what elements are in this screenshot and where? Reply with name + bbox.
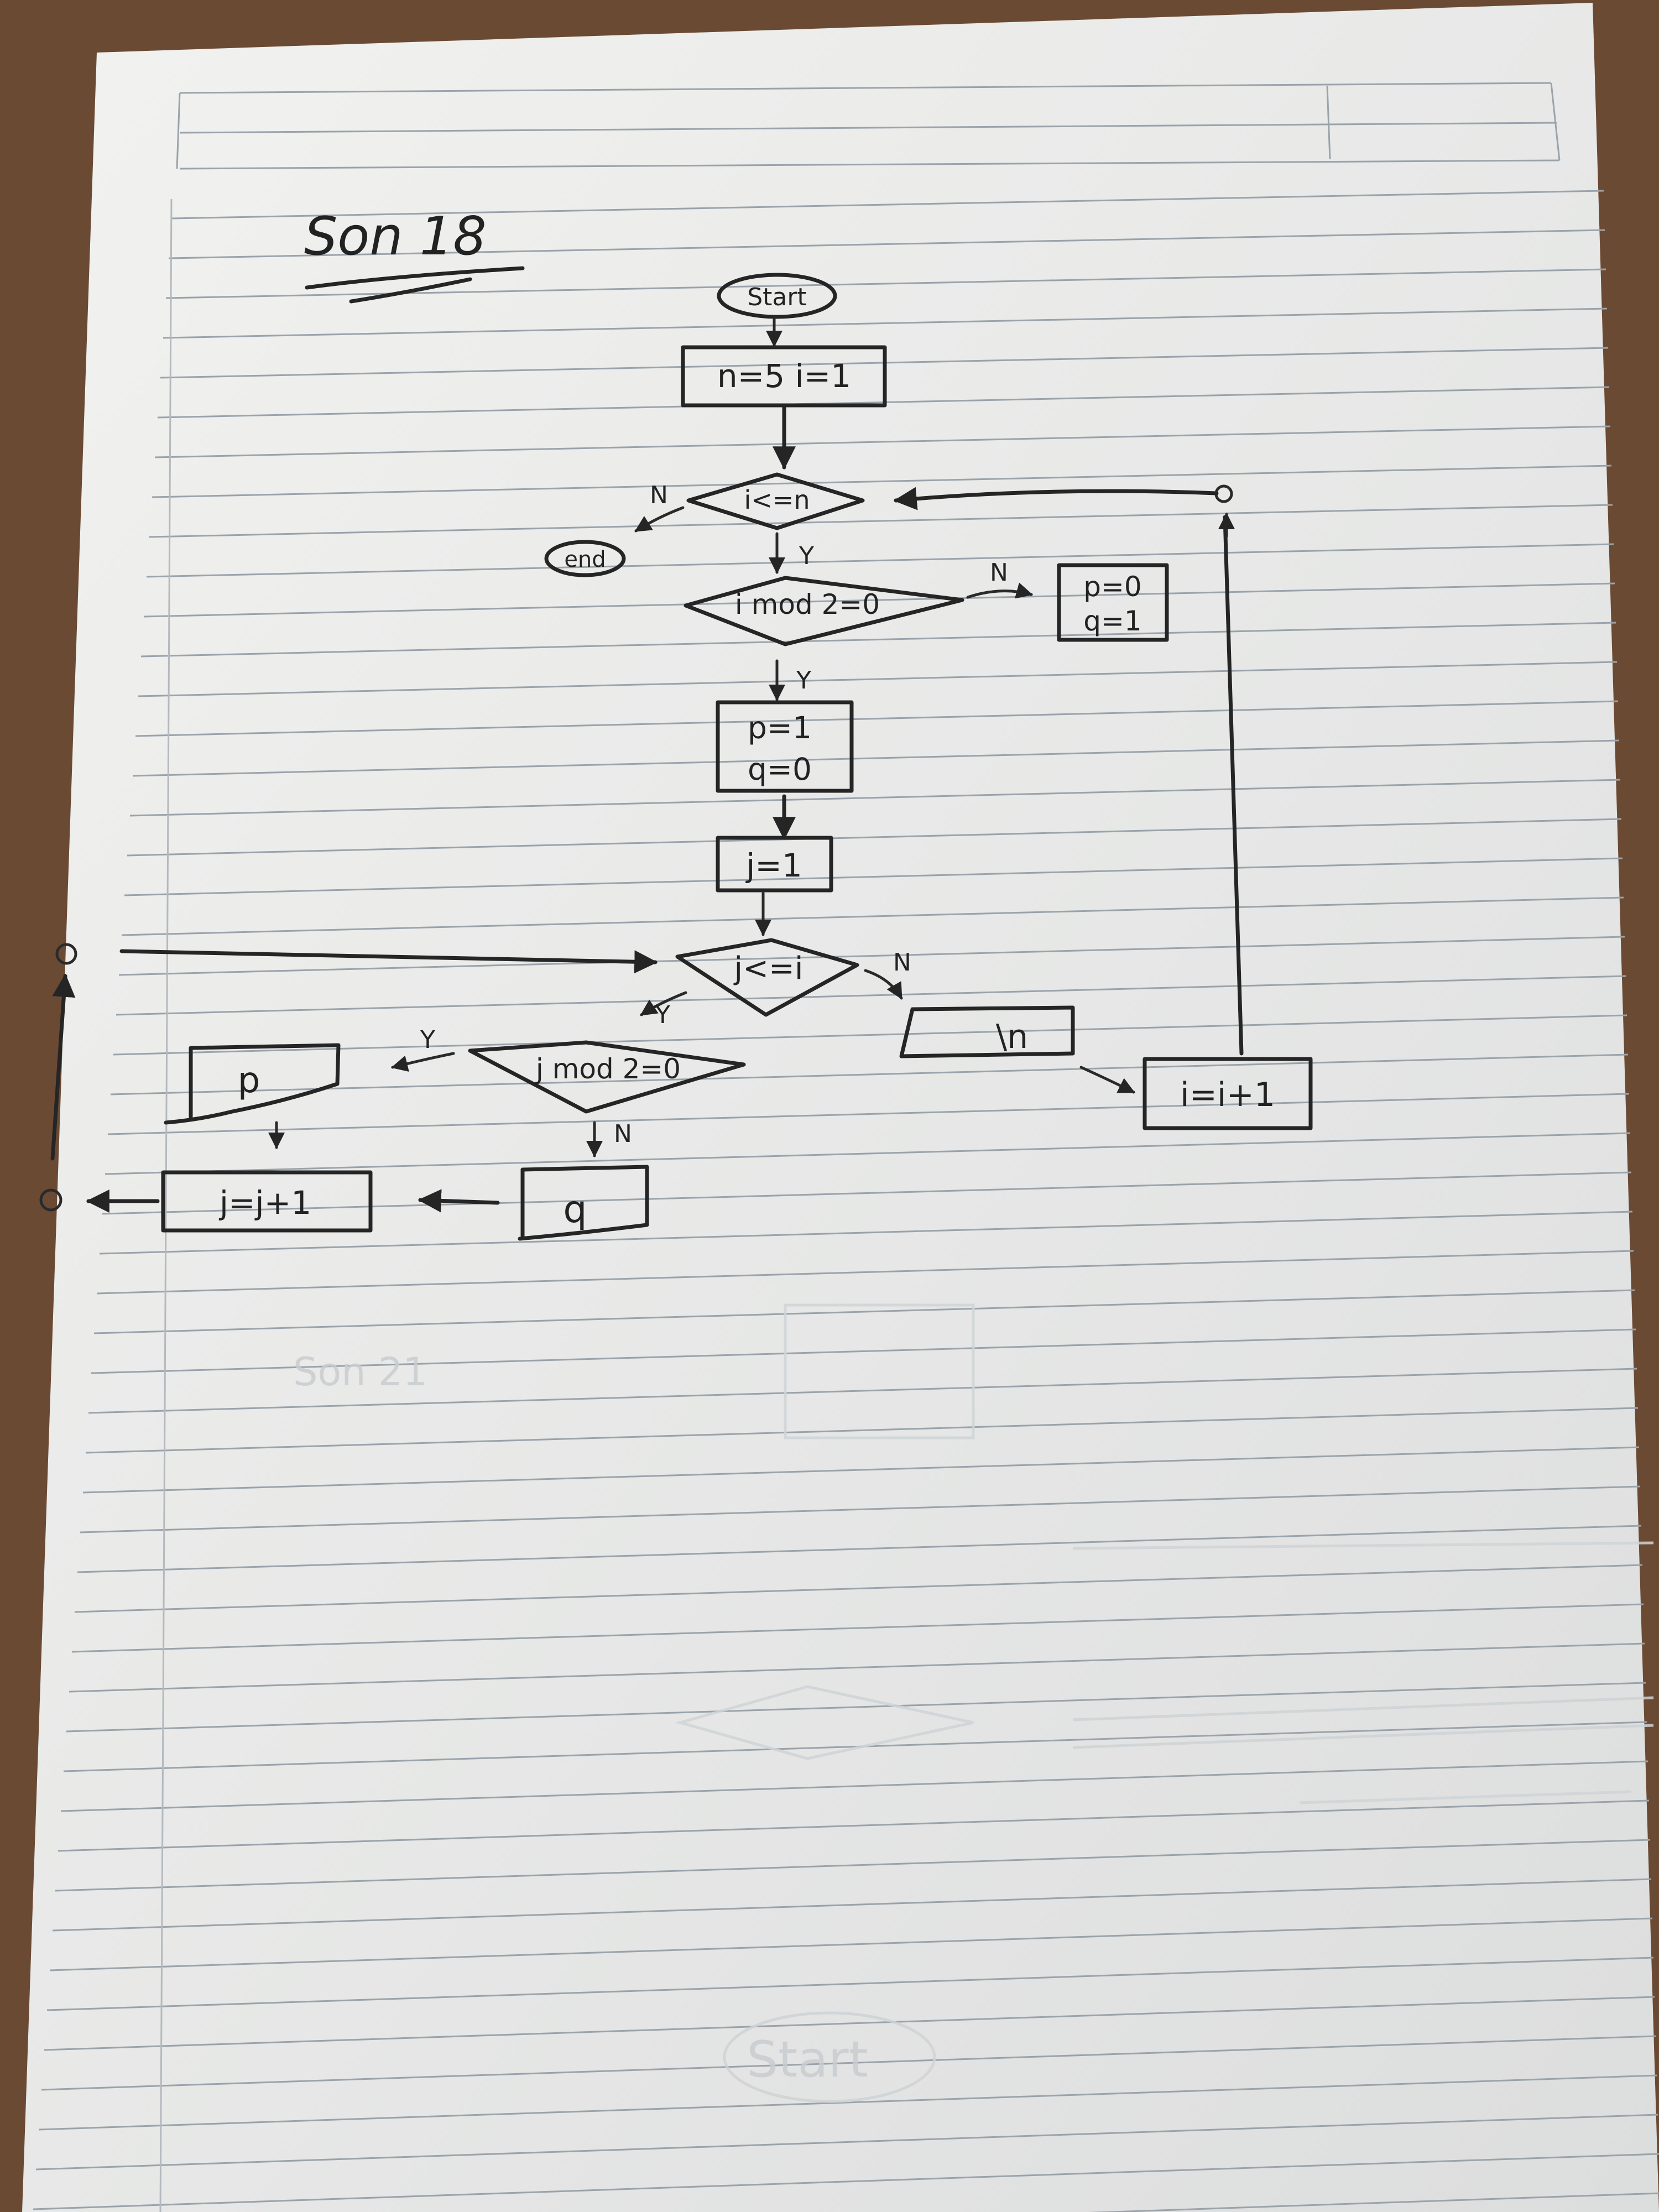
newline-label: \n [996,1018,1028,1056]
decision-i-le-n: i<=n [686,472,865,530]
ruled-line [99,1211,1633,1255]
yes-label-imod: Y [799,542,814,570]
end-terminator: end [544,540,626,577]
ruled-line [132,739,1620,777]
j1-label: j=1 [745,847,802,884]
ruled-line [110,1053,1629,1095]
p1-label: p=1 [748,710,812,745]
init-label: n=5 i=1 [717,357,851,395]
ruled-line [140,622,1616,658]
decision-i-mod-2: i mod 2=0 [684,576,964,646]
ruled-line [127,818,1622,857]
notebook-page [22,3,1659,2212]
ghost-title: Son 21 [293,1349,427,1395]
ruled-line [116,975,1626,1016]
start-terminator: Start [717,273,837,319]
ruled-line [121,896,1624,936]
page-header-box [176,82,1561,170]
output-newline: \n [899,1005,1075,1058]
cond-j-label: j<=i [733,951,804,987]
process-p1-q0: p=1 q=0 [716,700,854,793]
process-j1: j=1 [716,836,833,893]
ghost-start: Start [747,2031,868,2089]
no-label-j: N [893,948,911,977]
q1-label: q=1 [1083,605,1141,637]
ruled-line [85,1407,1639,1454]
incr-j-label: j=j+1 [218,1184,311,1222]
ruled-line [163,307,1608,339]
title-text: Son 18 [304,206,487,267]
start-label: Start [747,283,807,311]
ruled-line [44,1996,1655,2051]
ruled-line [93,1289,1635,1334]
yes-label-imod-2: Y [796,666,811,695]
p0-label: p=0 [1083,571,1141,603]
flowchart: Start n=5 i=1 i<=n N end Y i mod 2=0 [39,273,1313,1241]
decision-j-mod-2: j mod 2=0 [468,1040,746,1114]
ruled-line [55,1839,1651,1892]
ruled-line [41,2035,1656,2091]
ruled-line [58,1799,1650,1852]
q-label: q [563,1188,587,1232]
ruled-line [82,1446,1640,1494]
ruled-line [113,1014,1627,1056]
ruled-line [71,1603,1644,1653]
cond-jmod-label: j mod 2=0 [535,1053,681,1085]
process-i-incr: i=i+1 [1142,1057,1313,1130]
ruled-line [96,1250,1634,1295]
ruled-line [74,1564,1643,1613]
ruled-line [80,1485,1641,1533]
cond-i-label: i<=n [744,485,810,515]
ruled-line [129,779,1621,817]
ruled-line [143,582,1615,618]
q0-label: q=0 [748,752,812,787]
margin-line [159,199,173,2212]
ruled-line [49,1917,1653,1971]
no-label-end: N [650,481,668,509]
ruled-line [102,1171,1632,1215]
ruled-line [35,2114,1658,2171]
ruled-line [138,661,1618,697]
process-j-incr: j=j+1 [161,1170,373,1233]
ruled-line [168,229,1605,259]
end-label: end [564,547,606,572]
ruled-line [124,857,1623,896]
page-title: Son 18 [304,206,525,304]
ruled-line [69,1642,1645,1693]
decision-j-le-i: j<=i [675,938,859,1017]
ruled-line [135,700,1619,737]
cond-imod-label: i mod 2=0 [735,588,880,620]
yes-label-jmod: Y [420,1026,435,1054]
ruled-line [33,2153,1659,2210]
ruled-line [52,1878,1652,1932]
ruled-line [149,504,1613,538]
yes-label-j: Y [655,1001,670,1029]
ruled-line [1087,2192,1659,2212]
ruled-line [107,1093,1630,1135]
ruled-line [63,1721,1647,1772]
ruled-line [66,1682,1646,1733]
no-label-imod: N [990,559,1008,587]
ruled-line [38,2074,1657,2131]
ruled-line [146,543,1614,578]
ruled-line [118,936,1625,976]
process-p0-q1: p=0 q=1 [1057,563,1169,642]
ruled-line [105,1132,1631,1175]
output-p: p [164,1043,341,1125]
no-label-jmod: N [614,1120,632,1148]
incr-i-label: i=i+1 [1180,1076,1275,1114]
ruled-line [60,1760,1648,1812]
ruled-line [152,465,1612,498]
ruled-line [171,190,1604,220]
ruled-line [91,1328,1636,1374]
ruled-line [154,425,1611,458]
ruled-line [77,1525,1642,1573]
p-label: p [238,1060,260,1101]
show-through-marks: Son 21 Start [293,1303,1654,2103]
ruled-line [46,1957,1654,2011]
output-q: q [518,1165,649,1241]
ruled-line [88,1368,1637,1414]
